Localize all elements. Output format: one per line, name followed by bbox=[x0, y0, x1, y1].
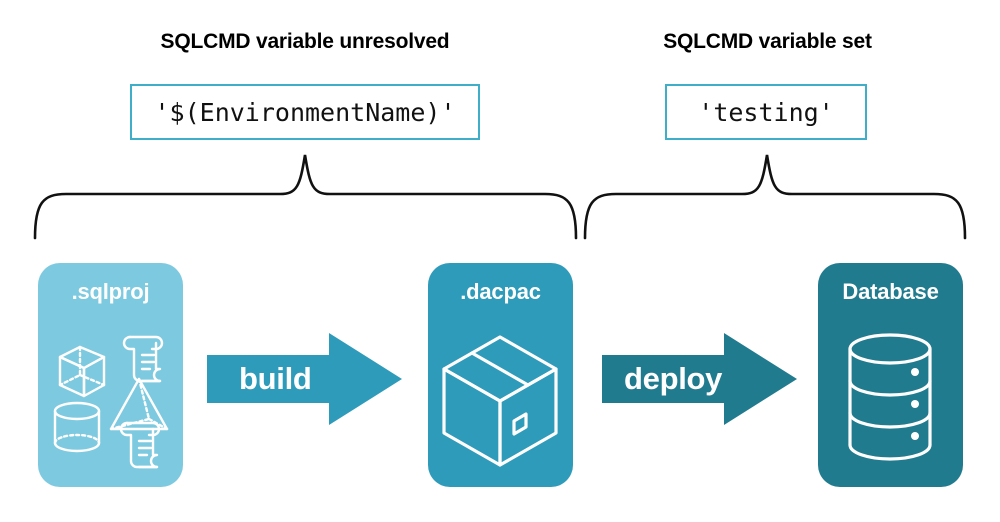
stage-box-dacpac: .dacpac bbox=[428, 263, 573, 487]
heading-sqlcmd-unresolved: SQLCMD variable unresolved bbox=[160, 30, 450, 53]
arrow-build-icon bbox=[207, 333, 402, 425]
pyramid-icon bbox=[109, 377, 169, 431]
code-box-testing: 'testing' bbox=[665, 84, 867, 140]
dacpac-artwork bbox=[442, 335, 558, 467]
code-value-set: 'testing' bbox=[698, 97, 834, 127]
heading-sqlcmd-set: SQLCMD variable set bbox=[663, 30, 872, 53]
stage-box-database: Database bbox=[818, 263, 963, 487]
arrow-deploy-icon bbox=[602, 333, 797, 425]
scroll-icon-bottom bbox=[119, 421, 161, 469]
cylinder-icon bbox=[53, 401, 101, 453]
arrow-build: build bbox=[207, 333, 402, 425]
code-value-unresolved: '$(EnvironmentName)' bbox=[154, 97, 456, 127]
stage-label-sqlproj: .sqlproj bbox=[71, 279, 150, 304]
brace-left-icon bbox=[33, 154, 578, 240]
scroll-icon-top bbox=[122, 335, 164, 383]
database-status-dots bbox=[911, 368, 919, 440]
stage-label-database: Database bbox=[842, 279, 939, 304]
stage-label-dacpac: .dacpac bbox=[460, 279, 541, 304]
database-cylinder-icon bbox=[848, 333, 932, 461]
sqlproj-artwork bbox=[53, 335, 169, 469]
cube-icon bbox=[58, 345, 106, 398]
arrow-deploy: deploy bbox=[602, 333, 797, 425]
database-artwork bbox=[848, 333, 932, 461]
stage-box-sqlproj: .sqlproj bbox=[38, 263, 183, 487]
package-box-icon bbox=[442, 335, 558, 467]
code-box-environment-name: '$(EnvironmentName)' bbox=[130, 84, 480, 140]
brace-right-icon bbox=[583, 154, 967, 240]
